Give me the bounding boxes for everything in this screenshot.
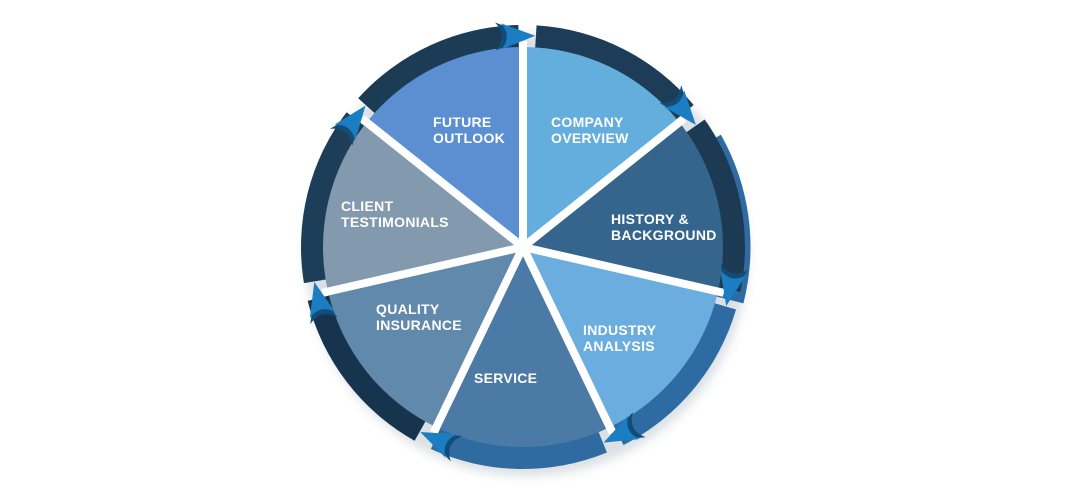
arrow-icon-industry-analysis xyxy=(603,412,646,443)
arrow-head xyxy=(501,23,536,50)
segment-label-client-testimonials: CLIENT TESTIMONIALS xyxy=(341,198,449,230)
segment-gap xyxy=(522,243,725,297)
label-line: INSURANCE xyxy=(376,317,462,333)
label-line: CLIENT xyxy=(341,198,394,214)
segment-label-industry-analysis: INDUSTRY ANALYSIS xyxy=(583,322,656,354)
arrow-icon-future-outlook xyxy=(495,22,536,51)
label-line: FUTURE xyxy=(433,114,492,130)
segment-label-company-overview: COMPANY OVERVIEW xyxy=(551,114,629,146)
label-line: QUALITY xyxy=(376,301,440,317)
label-line: TESTIMONIALS xyxy=(341,214,449,230)
label-line: SERVICE xyxy=(474,370,538,386)
segment-gap xyxy=(321,243,524,297)
segment-label-quality-insurance: QUALITY INSURANCE xyxy=(376,301,462,333)
segment-gap xyxy=(519,245,616,435)
segment-gap xyxy=(430,245,527,435)
segment-gap xyxy=(359,115,526,251)
label-line: OUTLOOK xyxy=(433,130,506,146)
segment-label-future-outlook: FUTURE OUTLOOK xyxy=(433,114,505,146)
arrow-icon-quality-insurance xyxy=(309,282,338,325)
arrow-icon-history-background xyxy=(720,263,749,307)
arrow-head xyxy=(334,105,366,141)
wedge-company-overview xyxy=(523,47,680,247)
arrow-head xyxy=(603,415,640,443)
label-line: ANALYSIS xyxy=(583,338,655,354)
label-line: OVERVIEW xyxy=(551,130,629,146)
arrow-head xyxy=(664,90,696,125)
wedge-client-testimonials xyxy=(323,122,523,292)
wedge-service xyxy=(436,247,610,448)
label-line: INDUSTRY xyxy=(583,322,657,338)
label-line: BACKGROUND xyxy=(611,227,717,243)
arrow-icon-company-overview xyxy=(659,85,696,125)
wedge-industry-analysis xyxy=(523,247,718,428)
arrow-head xyxy=(420,431,457,459)
wedge-quality-insurance xyxy=(328,247,523,428)
arrow-head xyxy=(720,270,746,307)
wedge-future-outlook xyxy=(366,47,523,247)
segment-label-service: SERVICE xyxy=(474,370,537,386)
wedge-history-background xyxy=(523,122,723,292)
segment-gap xyxy=(520,115,687,251)
arrow-head xyxy=(309,282,336,319)
label-line: COMPANY xyxy=(551,114,624,130)
arrow-icon-client-testimonials xyxy=(330,105,366,146)
segment-label-history-background: HISTORY & BACKGROUND xyxy=(611,211,717,243)
arrow-icon-service xyxy=(420,431,463,462)
label-line: HISTORY & xyxy=(611,211,689,227)
